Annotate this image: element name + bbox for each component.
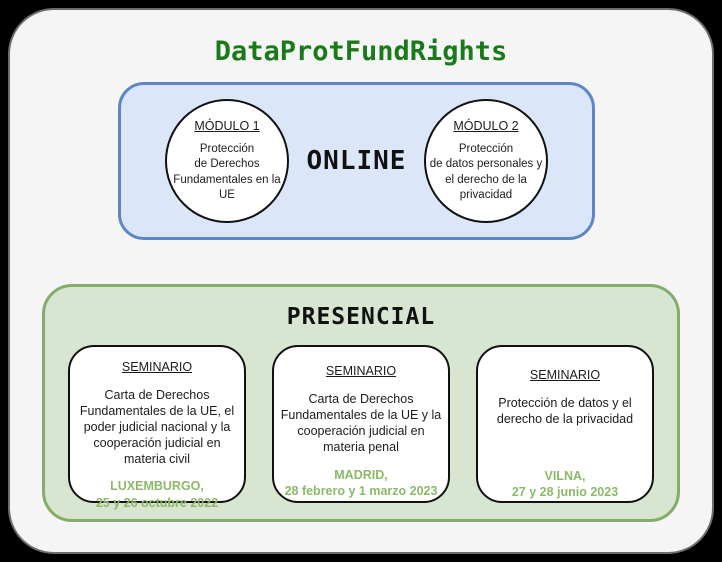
seminar-2-location: MADRID, 28 febrero y 1 marzo 2023 xyxy=(284,467,438,498)
diagram-title: DataProtFundRights xyxy=(214,36,508,67)
seminar-3-heading: SEMINARIO xyxy=(529,368,601,382)
module-2-heading: MÓDULO 2 xyxy=(453,119,519,134)
online-label: ONLINE xyxy=(306,146,407,176)
seminar-2-heading: SEMINARIO xyxy=(325,364,397,378)
diagram-frame: DataProtFundRights MÓDULO 1 Protección d… xyxy=(8,8,714,554)
seminar-card-vilna: SEMINARIO Protección de datos y el derec… xyxy=(476,345,654,503)
seminar-card-luxemburgo: SEMINARIO Carta de Derechos Fundamentale… xyxy=(68,345,246,510)
presencial-label: PRESENCIAL xyxy=(286,304,436,330)
seminar-card-madrid: SEMINARIO Carta de Derechos Fundamentale… xyxy=(272,345,450,503)
module-1-circle: MÓDULO 1 Protección de Derechos Fundamen… xyxy=(165,99,289,223)
seminar-2-description: Carta de Derechos Fundamentales de la UE… xyxy=(280,392,442,454)
module-2-circle: MÓDULO 2 Protección de datos personales … xyxy=(423,99,548,223)
module-2-text: Protección de datos personales y el dere… xyxy=(429,143,543,201)
module-1-heading: MÓDULO 1 xyxy=(194,119,260,134)
online-section: MÓDULO 1 Protección de Derechos Fundamen… xyxy=(118,82,595,240)
seminar-1-heading: SEMINARIO xyxy=(121,360,193,374)
presencial-section: PRESENCIAL SEMINARIO Carta de Derechos F… xyxy=(42,284,680,522)
seminar-3-description: Protección de datos y el derecho de la p… xyxy=(496,396,634,426)
module-1-text: Protección de Derechos Fundamentales en … xyxy=(173,143,281,201)
seminar-3-location: VILNA, 27 y 28 junio 2023 xyxy=(511,468,619,499)
seminar-1-description: Carta de Derechos Fundamentales de la UE… xyxy=(79,388,235,466)
seminar-cards-row: SEMINARIO Carta de Derechos Fundamentale… xyxy=(45,345,677,510)
seminar-1-location: LUXEMBURGO, 25 y 26 octubre 2022 xyxy=(95,479,219,510)
